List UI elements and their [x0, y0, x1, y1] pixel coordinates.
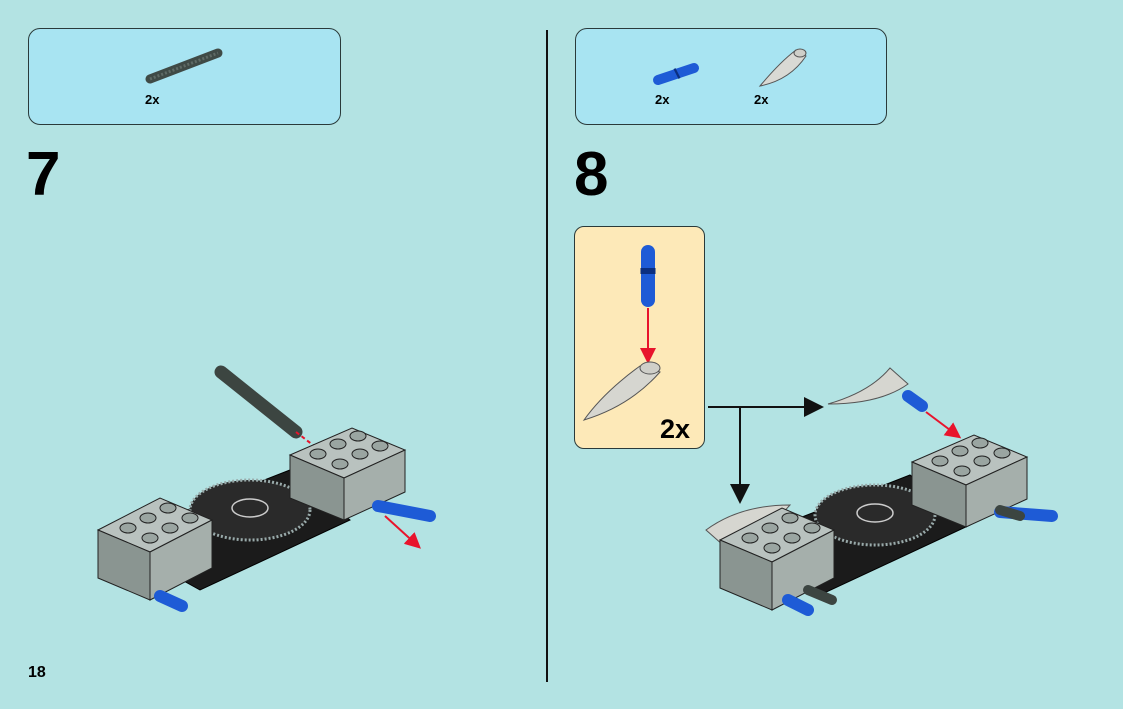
curved-slope-part-icon: [758, 48, 807, 87]
step8-callout-illustration: [582, 245, 661, 421]
blue-pin-part-icon: [653, 63, 699, 85]
step8-part2-qty: 2x: [754, 92, 769, 107]
step7-model: [96, 365, 436, 612]
page-number: 18: [28, 664, 46, 681]
step8-number: 8: [574, 140, 609, 209]
step7-number: 7: [26, 140, 61, 209]
step8-parts-box: [575, 28, 887, 125]
step7-parts-box: [28, 28, 341, 125]
step8-model: [705, 367, 1058, 616]
page-divider: [546, 30, 548, 682]
step8-callout-qty: 2x: [660, 414, 691, 444]
step8-arrows: [708, 397, 824, 504]
step8-part1-qty: 2x: [655, 92, 670, 107]
step7-part1-qty: 2x: [145, 92, 160, 107]
gray-axle-part-icon: [145, 48, 223, 84]
